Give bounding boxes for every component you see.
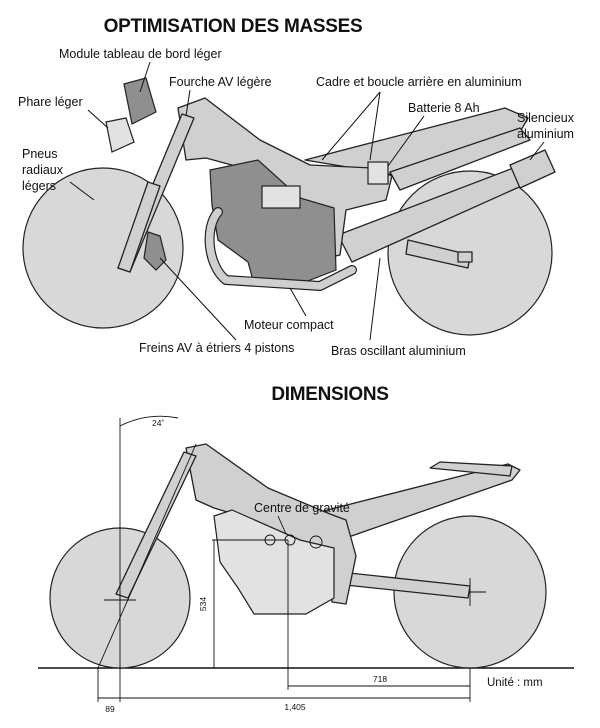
label-fourche: Fourche AV légère bbox=[169, 75, 272, 89]
swingarm-lower-top bbox=[405, 239, 471, 269]
dashboard-module-top bbox=[123, 77, 157, 125]
label-silencieux-1: Silencieux bbox=[517, 111, 575, 125]
main-frame bbox=[185, 443, 357, 605]
main-frame-top bbox=[177, 97, 393, 261]
height-dimension: 534 bbox=[198, 597, 208, 611]
rear-loop-lower-top bbox=[389, 127, 531, 191]
top-section: OPTIMISATION DES MASSES Module tabl bbox=[18, 16, 575, 358]
unit-label: Unité : mm bbox=[487, 677, 543, 689]
front-fork bbox=[115, 451, 197, 599]
engine bbox=[213, 509, 335, 615]
label-module: Module tableau de bord léger bbox=[59, 47, 222, 61]
label-cadre: Cadre et boucle arrière en aluminium bbox=[316, 75, 522, 89]
rear-seat-rail bbox=[429, 461, 513, 477]
label-moteur: Moteur compact bbox=[244, 318, 334, 332]
label-silencieux-2: aluminium bbox=[517, 127, 574, 141]
cylinder-head-top bbox=[261, 185, 301, 209]
label-pneus-2: radiaux bbox=[22, 163, 64, 177]
rake-angle-label: 24˚ bbox=[152, 418, 164, 428]
leader-lines-top bbox=[69, 61, 545, 341]
trail-dimension: 89 bbox=[105, 704, 115, 714]
label-phare: Phare léger bbox=[18, 95, 83, 109]
label-pneus-3: légers bbox=[22, 179, 56, 193]
headlight-top bbox=[105, 117, 135, 153]
bottom-section: DIMENSIONS 24˚ Centre de gravité bbox=[38, 384, 574, 714]
rear-distance-dimension: 718 bbox=[373, 674, 387, 684]
brake-caliper-top bbox=[143, 231, 167, 271]
label-freins: Freins AV à étriers 4 pistons bbox=[139, 341, 294, 355]
battery-top bbox=[367, 161, 389, 185]
label-bras: Bras oscillant aluminium bbox=[331, 344, 466, 358]
axle-plate-top bbox=[457, 251, 473, 263]
label-batterie: Batterie 8 Ah bbox=[408, 101, 480, 115]
wheelbase-dimension: 1,405 bbox=[284, 702, 306, 712]
fork-slider-top bbox=[117, 181, 161, 273]
label-pneus-1: Pneus bbox=[22, 147, 57, 161]
top-title: OPTIMISATION DES MASSES bbox=[104, 16, 363, 37]
bottom-title: DIMENSIONS bbox=[271, 384, 388, 405]
label-centre-gravite: Centre de gravité bbox=[254, 501, 350, 515]
